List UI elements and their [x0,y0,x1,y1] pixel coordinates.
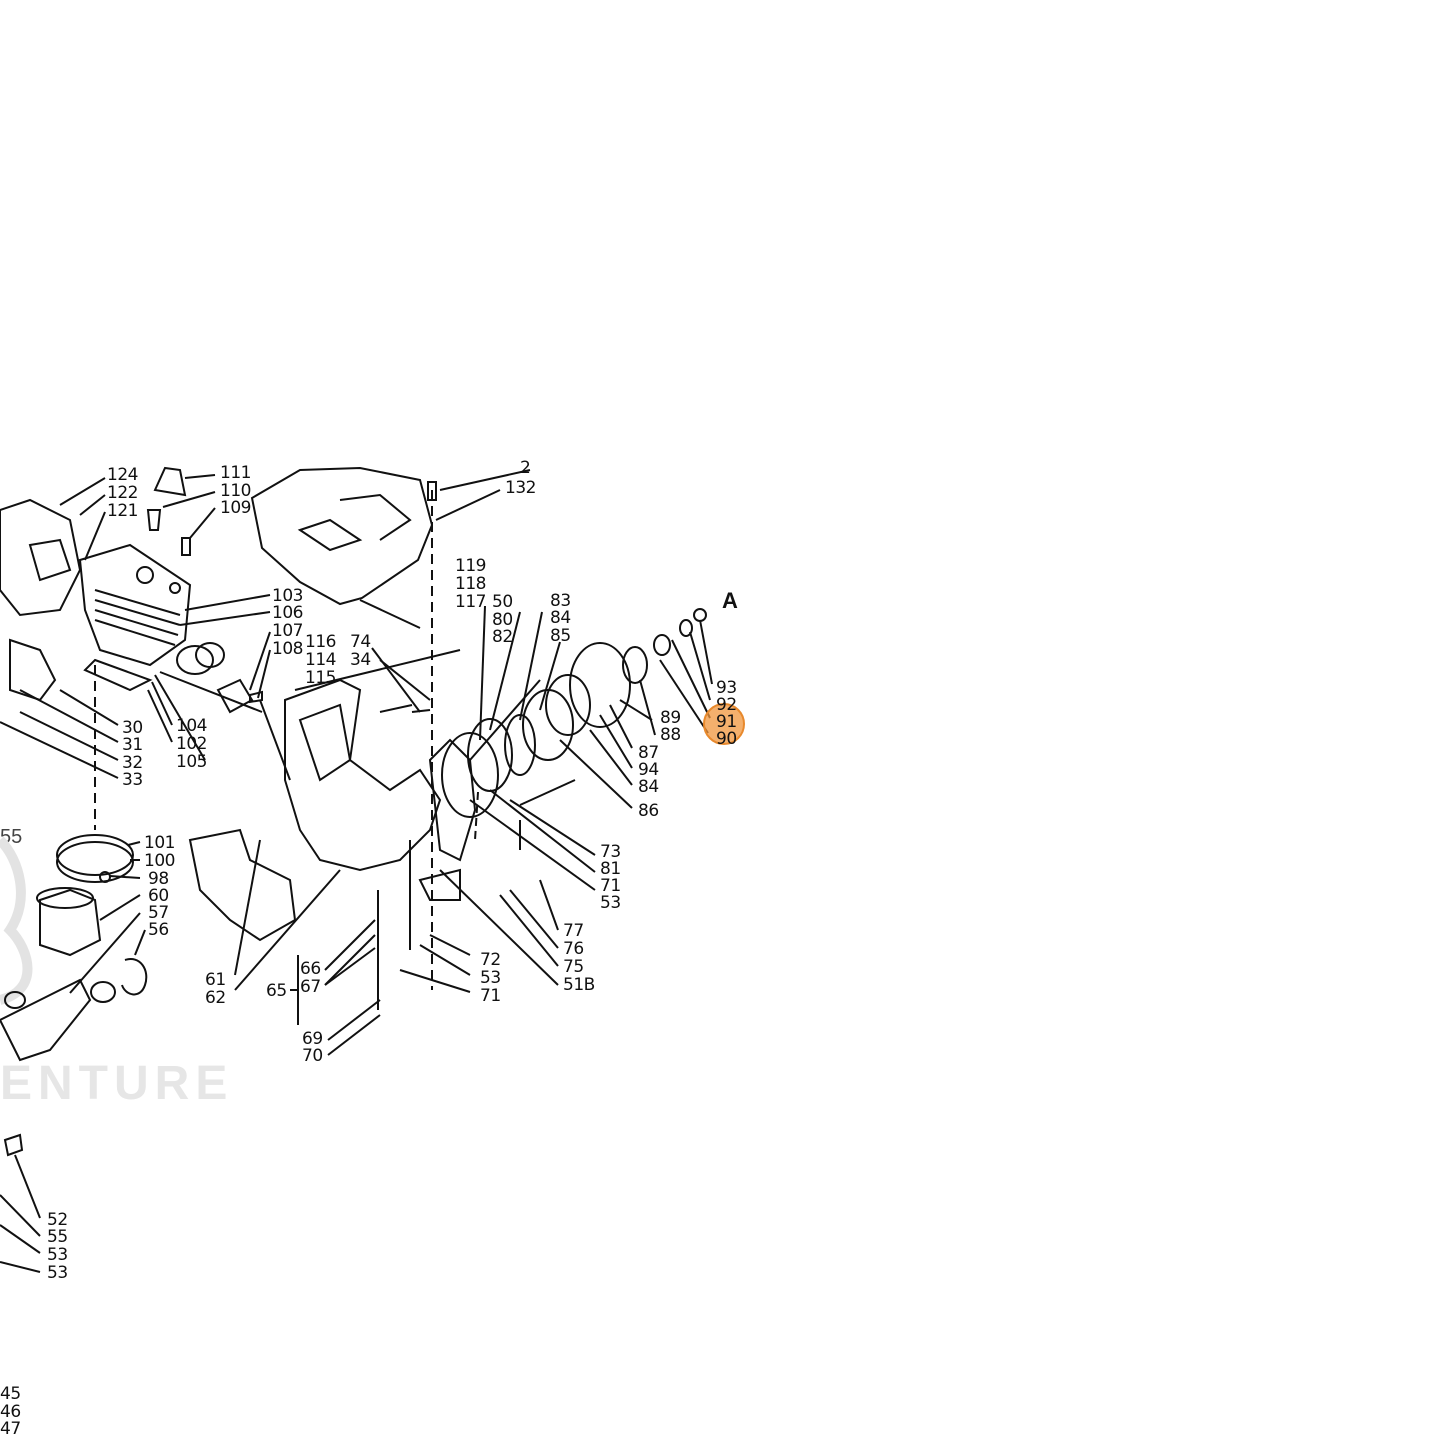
part-label[interactable]: 73 [600,842,621,862]
part-label[interactable]: 51B [563,975,595,995]
part-label[interactable]: 103 [272,586,303,606]
part-label[interactable]: 100 [144,851,175,871]
part-label[interactable]: 57 [148,903,169,923]
part-label[interactable]: 117 [455,592,486,612]
part-label[interactable]: 66 [300,959,321,979]
part-label[interactable]: 114 [305,650,336,670]
part-label[interactable]: 91 [716,712,737,732]
part-label[interactable]: 77 [563,921,584,941]
part-label[interactable]: 53 [47,1245,68,1265]
part-label[interactable]: 55 [47,1227,68,1247]
part-label[interactable]: 110 [220,481,251,501]
part-label[interactable]: 87 [638,743,659,763]
part-label[interactable]: 88 [660,725,681,745]
part-label[interactable]: 132 [505,478,536,498]
part-label[interactable]: 60 [148,886,169,906]
part-label[interactable]: 101 [144,833,175,853]
part-label[interactable]: 82 [492,627,513,647]
part-label[interactable]: 62 [205,988,226,1008]
part-label[interactable]: 85 [550,626,571,646]
part-label[interactable]: 69 [302,1029,323,1049]
sprocket [569,642,631,728]
cylinder [78,543,192,667]
side-plate [428,738,477,862]
part-label[interactable]: 121 [107,501,138,521]
ignition-module [9,638,57,702]
part-label[interactable]: 118 [455,574,486,594]
part-label[interactable]: 119 [455,556,486,576]
section-marker: A [722,588,738,613]
part-label[interactable]: 84 [550,608,571,628]
crankshaft [0,978,92,1062]
part-label[interactable]: 65 [266,981,287,1001]
part-label[interactable]: 53 [480,968,501,988]
part-label[interactable]: 72 [480,950,501,970]
part-label[interactable]: 80 [492,610,513,630]
clutch-drum [441,732,499,818]
part-label[interactable]: 70 [302,1046,323,1066]
part-label[interactable]: 86 [638,801,659,821]
part-label[interactable]: 50 [492,592,513,612]
highlight-part-91[interactable] [703,703,745,745]
part-label[interactable]: 46 [0,1402,21,1422]
part-label[interactable]: 53 [47,1263,68,1283]
part-label[interactable]: 83 [550,591,571,611]
part-label[interactable]: 81 [600,859,621,879]
part-label[interactable]: 89 [660,708,681,728]
part-label[interactable]: 33 [122,770,143,790]
part-label[interactable]: 67 [300,977,321,997]
part-label[interactable]: 84 [638,777,659,797]
part-label[interactable]: 104 [176,716,207,736]
part-label[interactable]: 111 [220,463,251,483]
part-label[interactable]: 92 [716,695,737,715]
part-label[interactable]: 108 [272,639,303,659]
part-label[interactable]: 52 [47,1210,68,1230]
part-label[interactable]: 109 [220,498,251,518]
part-label[interactable]: 105 [176,752,207,772]
part-label[interactable]: 90 [716,729,737,749]
piston-ring [56,834,134,876]
top-cover [250,466,434,606]
part-label[interactable]: 74 [350,632,371,652]
part-label[interactable]: 122 [107,483,138,503]
crankcase [284,678,442,872]
part-label[interactable]: 32 [122,753,143,773]
part-label[interactable]: 98 [148,869,169,889]
part-label[interactable]: 116 [305,632,336,652]
piston [39,888,102,957]
part-label[interactable]: 76 [563,939,584,959]
muffler [0,498,82,617]
part-label[interactable]: 102 [176,734,207,754]
part-label[interactable]: 45 [0,1384,21,1404]
part-label[interactable]: 107 [272,621,303,641]
part-label[interactable]: 47 [0,1419,21,1439]
part-label[interactable]: 34 [350,650,371,670]
part-label[interactable]: 93 [716,678,737,698]
part-label[interactable]: 56 [148,920,169,940]
part-label[interactable]: 94 [638,760,659,780]
part-label[interactable]: 115 [305,668,336,688]
part-label[interactable]: 71 [600,876,621,896]
part-label[interactable]: 31 [122,735,143,755]
part-label[interactable]: 71 [480,986,501,1006]
spark-cap [153,466,187,497]
part-label[interactable]: 61 [205,970,226,990]
watermark-text: ENTURE [0,1057,234,1110]
part-label[interactable]: 30 [122,718,143,738]
part-label[interactable]: 53 [600,893,621,913]
part-label[interactable]: 75 [563,957,584,977]
part-label[interactable]: 106 [272,603,303,623]
part-label[interactable]: 124 [107,465,138,485]
part-label[interactable]: 2 [520,458,531,478]
